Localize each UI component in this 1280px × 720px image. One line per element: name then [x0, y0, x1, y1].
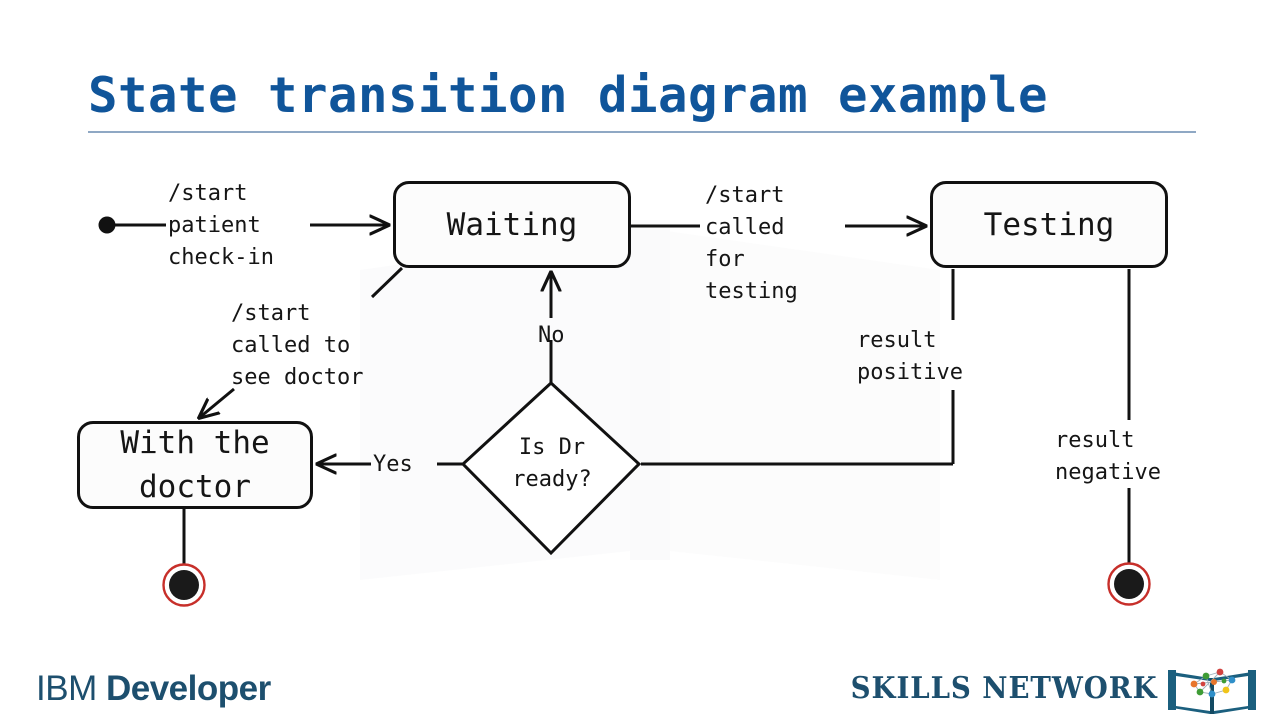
state-node-waiting[interactable]: Waiting: [393, 181, 631, 268]
developer-wordmark: Developer: [105, 669, 271, 708]
page-title: State transition diagram example: [88, 67, 1049, 124]
state-node-waiting-label: Waiting: [446, 206, 578, 243]
edge-label-result-positive: result positive: [857, 328, 963, 385]
state-node-with-the-doctor[interactable]: With the doctor: [77, 421, 313, 509]
page-title-block: State transition diagram example: [88, 66, 1198, 126]
final-state-negative: [1107, 562, 1151, 606]
skills-network-book-icon: [1168, 668, 1256, 714]
edge-label-called-for-testing: /start called for testing: [705, 183, 798, 304]
state-node-testing-label: Testing: [983, 206, 1115, 243]
edge-label-result-negative: result negative: [1055, 428, 1161, 485]
edge-label-start-patient-check-in: /start patient check-in: [168, 181, 274, 270]
decision-diamond: [460, 380, 642, 556]
state-node-testing[interactable]: Testing: [930, 181, 1168, 268]
title-underline-rule: [88, 131, 1196, 133]
edge-label-called-to-see-doctor: /start called to see doctor: [231, 301, 364, 390]
skills-network-wordmark: SKILLS NETWORK: [851, 671, 1158, 706]
state-node-with-the-doctor-label: With the doctor: [120, 425, 270, 505]
ibm-developer-logo: IBM Developer: [36, 668, 271, 710]
ibm-wordmark: IBM: [36, 669, 97, 708]
edge-waiting-to-doctor: [199, 387, 235, 418]
edge-label-no: No: [538, 323, 565, 348]
edge-waiting-to-doctor-stub: [370, 266, 404, 299]
final-state-doctor: [162, 563, 206, 607]
initial-state-dot: [98, 216, 116, 234]
decision-node-label: Is Dr ready?: [512, 435, 592, 492]
edge-label-yes: Yes: [373, 452, 413, 477]
